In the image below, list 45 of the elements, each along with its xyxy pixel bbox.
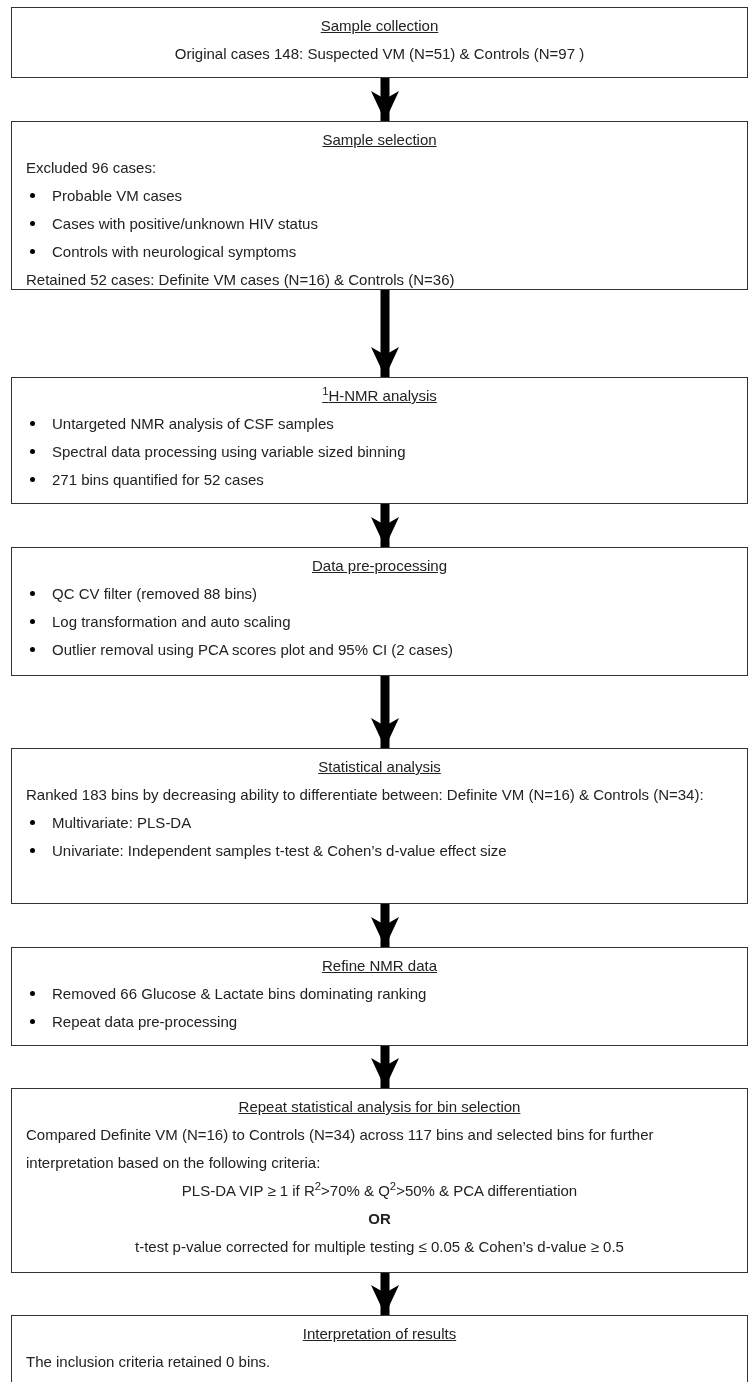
criteria-text: PLS-DA VIP ≥ 1 if R$^{2}$>70% & Q$^{2}$>50% & PCA differentiation: [181, 1182, 578, 1199]
box-heading: Refine NMR data: [321, 957, 438, 974]
box-text: Excluded 96 cases:: [26, 159, 157, 176]
criteria-text: Original cases 148: Suspected VM (N=51) & Controls (N=97 ): [174, 45, 585, 62]
process-box: [11, 7, 748, 78]
box-heading: Sample collection: [320, 17, 439, 34]
box-text: The inclusion criteria retained 0 bins.: [26, 1353, 271, 1370]
process-box: [11, 377, 748, 504]
arrow: [371, 904, 399, 947]
process-box: [11, 121, 748, 290]
box-text: Ranked 183 bins by decreasing ability to differentiate between: Definite VM (N=16) & Controls (N=34):: [26, 786, 704, 803]
bullet-item: Repeat data pre-processing: [52, 1013, 238, 1030]
process-box: [11, 547, 748, 676]
bullet-item: 271 bins quantified for 52 cases: [52, 471, 264, 488]
arrow: [371, 78, 399, 121]
box-text: Retained 52 cases: Definite VM cases (N=16) & Controls (N=36): [26, 271, 455, 288]
box-heading: Sample selection: [322, 131, 437, 148]
arrow: [371, 676, 399, 748]
arrow: [371, 1273, 399, 1315]
bullet-item: Log transformation and auto scaling: [52, 613, 291, 630]
bullet-item: Outlier removal using PCA scores plot and 95% CI (2 cases): [52, 641, 453, 658]
box-heading: Data pre-processing: [311, 557, 448, 574]
box-heading: Interpretation of results: [302, 1325, 457, 1342]
box-heading: Repeat statistical analysis for bin selection: [238, 1098, 521, 1115]
bullet-item: Cases with positive/unknown HIV status: [52, 215, 318, 232]
bullet-item: Controls with neurological symptoms: [52, 243, 297, 260]
process-box: [11, 1088, 748, 1273]
bullet-item: Probable VM cases: [52, 187, 183, 204]
arrow: [371, 504, 399, 547]
box-heading: Statistical analysis: [318, 758, 441, 775]
arrow: [371, 1046, 399, 1088]
arrow: [371, 290, 399, 377]
bullet-item: Multivariate: PLS-DA: [52, 814, 192, 831]
bullet-item: Univariate: Independent samples t-test & Cohen’s d-value effect size: [52, 842, 507, 859]
bullet-item: Spectral data processing using variable sized binning: [52, 443, 406, 460]
process-box: [11, 748, 748, 904]
process-box: [11, 947, 748, 1046]
process-box: [11, 1315, 748, 1382]
box-text: Compared Definite VM (N=16) to Controls (N=34) across 117 bins and selected bins for further interpretation based on the following criteria:: [26, 1126, 654, 1171]
bullet-item: Removed 66 Glucose & Lactate bins dominating ranking: [52, 985, 427, 1002]
bullet-item: Untargeted NMR analysis of CSF samples: [52, 415, 334, 432]
or-text: OR: [368, 1210, 391, 1227]
criteria-text: t-test p-value corrected for multiple testing ≤ 0.05 & Cohen’s d-value ≥ 0.5: [135, 1238, 624, 1255]
bullet-item: QC CV filter (removed 88 bins): [52, 585, 258, 602]
box-heading: $^{1}$H-NMR analysis: [322, 387, 437, 404]
